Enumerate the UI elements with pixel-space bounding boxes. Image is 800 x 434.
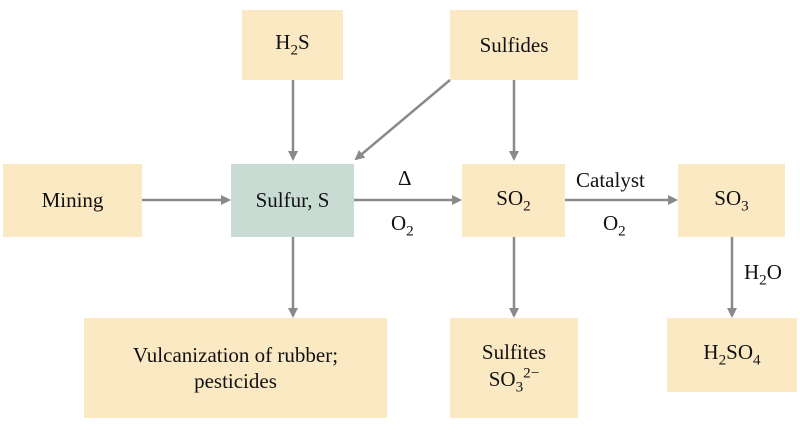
o2-a-text: O: [391, 211, 407, 235]
h2so4-box: H2SO4: [667, 318, 797, 392]
so2-box: SO2: [462, 164, 565, 237]
sulfides-box: Sulfides: [450, 10, 578, 80]
mining-label: Mining: [41, 188, 104, 213]
o2-b-subscript: 2: [618, 223, 626, 240]
sulfite-charge: 2−: [523, 365, 540, 382]
sulfur-box: Sulfur, S: [231, 164, 354, 237]
so2-text: SO: [496, 185, 524, 210]
h2o-subscript: 2: [759, 272, 767, 289]
arrow-sulfides-to-sulfur: [354, 79, 451, 161]
h2so4-so: SO: [726, 340, 754, 365]
sulfides-label: Sulfides: [479, 32, 549, 57]
mining-box: Mining: [3, 164, 142, 237]
h2o-o: O: [766, 260, 782, 284]
sulfite-subscript: 3: [515, 379, 524, 396]
so2-subscript: 2: [523, 198, 531, 215]
vulcanization-box: Vulcanization of rubber;pesticides: [84, 318, 387, 418]
h2o-label: H2O: [744, 262, 782, 288]
sulfur-label: Sulfur, S: [255, 188, 330, 213]
h2s-box: H2S: [242, 10, 343, 80]
h2so4-h: H: [703, 340, 719, 365]
sulfites-line1: Sulfites: [481, 339, 547, 364]
so3-box: SO3: [678, 164, 785, 237]
o2-label-so2-to-so3: O2: [603, 213, 626, 239]
sulfite-formula: SO32−: [488, 365, 540, 396]
catalyst-label: Catalyst: [576, 168, 645, 192]
h2s-tail: S: [298, 30, 310, 55]
vulcanization-line1: Vulcanization of rubber;: [132, 342, 339, 367]
heat-label: Δ: [398, 166, 412, 190]
o2-b-text: O: [603, 211, 619, 235]
so3-text: SO: [714, 185, 742, 210]
vulcanization-line2: pesticides: [194, 369, 277, 393]
o2-label-sulfur-to-so2: O2: [391, 213, 414, 239]
o2-a-subscript: 2: [406, 223, 414, 240]
h2so4-subscript-2: 4: [753, 352, 761, 369]
h2so4-subscript-1: 2: [718, 352, 727, 369]
h2s-subscript: 2: [290, 42, 299, 59]
h2o-h: H: [744, 260, 760, 284]
h2s-text: H: [275, 30, 291, 55]
sulfite-text: SO: [488, 367, 516, 392]
so3-subscript: 3: [741, 198, 749, 215]
